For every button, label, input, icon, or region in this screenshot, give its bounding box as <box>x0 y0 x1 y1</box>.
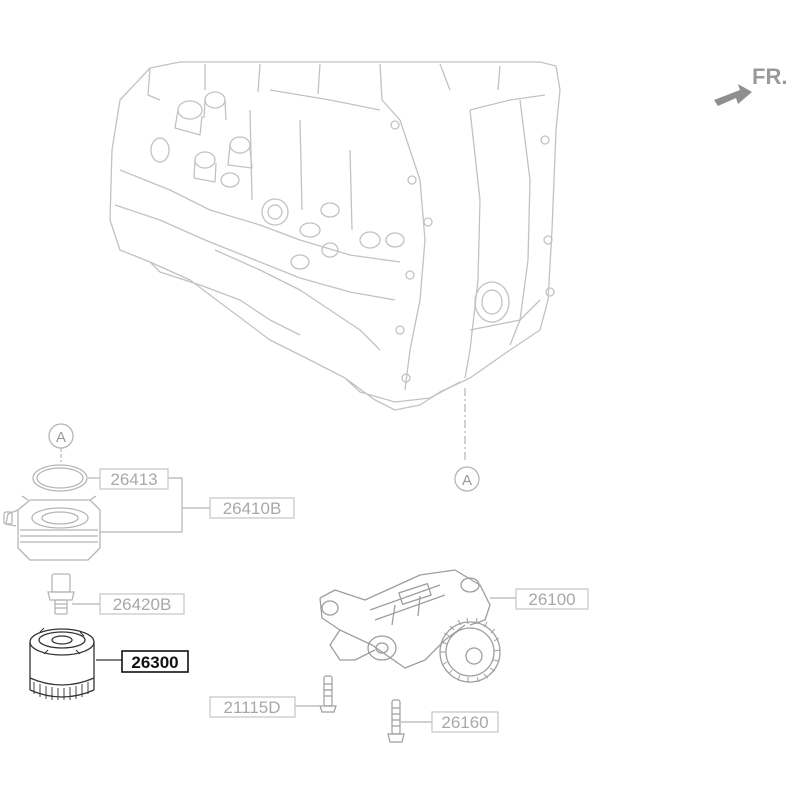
svg-text:A: A <box>56 429 66 446</box>
svg-text:26413: 26413 <box>110 470 157 489</box>
svg-text:A: A <box>462 472 472 489</box>
oil-filter-part[interactable] <box>29 627 95 700</box>
svg-text:26100: 26100 <box>528 590 575 609</box>
fitting-part[interactable] <box>47 573 75 615</box>
part-label-26300[interactable]: 26300 <box>121 650 189 673</box>
part-label-26410B[interactable]: 26410B <box>209 497 295 519</box>
front-orientation-text: FR. <box>752 64 787 89</box>
leader-lines <box>72 477 516 723</box>
o-ring-part[interactable] <box>32 464 88 492</box>
reference-mark-top[interactable]: A <box>48 423 74 449</box>
front-arrow <box>714 84 752 106</box>
oil-pump-part[interactable] <box>319 569 501 683</box>
oil-cooler-part[interactable] <box>3 495 101 561</box>
engine-block[interactable] <box>109 61 561 411</box>
svg-text:26410B: 26410B <box>223 499 282 518</box>
svg-text:26160: 26160 <box>441 713 488 732</box>
part-label-26420B[interactable]: 26420B <box>99 593 185 615</box>
reference-mark-bottom[interactable]: A <box>454 466 480 492</box>
part-label-26100[interactable]: 26100 <box>515 588 589 610</box>
part-label-21115D[interactable]: 21115D <box>209 696 296 718</box>
svg-text:21115D: 21115D <box>223 698 280 717</box>
bolt-21115D-part[interactable] <box>319 675 337 713</box>
part-label-26160[interactable]: 26160 <box>431 711 499 733</box>
svg-text:26300: 26300 <box>131 653 178 672</box>
svg-text:26420B: 26420B <box>113 595 172 614</box>
bolt-26160-part[interactable] <box>387 699 405 743</box>
part-label-26413[interactable]: 26413 <box>99 468 169 490</box>
